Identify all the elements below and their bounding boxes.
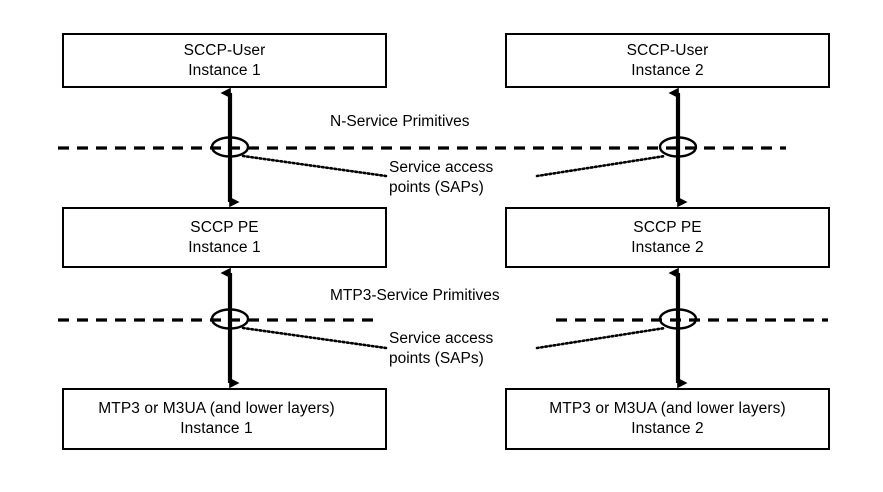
- ellipse-sap-icon-left-upper[interactable]: [210, 136, 250, 158]
- node-box-sccp-user-1[interactable]: SCCP-User Instance 1: [62, 33, 387, 88]
- sap-label-lower: Service access points (SAPs): [389, 329, 493, 369]
- node-label-line-2: Instance 1: [180, 420, 253, 437]
- sap-label-line-2: points (SAPs): [389, 350, 484, 368]
- node-label-line-2: Instance 1: [188, 61, 261, 79]
- ellipse-sap-icon-right-upper[interactable]: [658, 136, 698, 158]
- node-box-mtp3-1[interactable]: MTP3 or M3UA (and lower layers) Instance…: [62, 388, 387, 450]
- node-box-sccp-user-2[interactable]: SCCP-User Instance 2: [505, 33, 830, 88]
- ellipse-sap-icon-right-lower[interactable]: [658, 308, 698, 330]
- node-label-line-2: Instance 2: [631, 61, 704, 79]
- sap-label-line-1: Service access: [389, 330, 494, 347]
- node-label-line-1: SCCP PE: [633, 218, 702, 236]
- dotted-leader-line-icon-lower-left: [241, 326, 388, 350]
- node-box-sccp-pe-1[interactable]: SCCP PE Instance 1: [62, 207, 387, 268]
- node-label-line-1: SCCP-User: [626, 41, 709, 59]
- node-box-mtp3-2[interactable]: MTP3 or M3UA (and lower layers) Instance…: [505, 388, 830, 450]
- node-label-line-1: SCCP-User: [183, 41, 266, 59]
- node-label-line-2: Instance 1: [188, 238, 261, 256]
- sap-label-line-2: points (SAPs): [389, 179, 484, 197]
- node-label-line-1: MTP3 or M3UA (and lower layers): [549, 400, 786, 418]
- sap-label-upper: Service access points (SAPs): [389, 158, 493, 198]
- node-box-sccp-pe-2[interactable]: SCCP PE Instance 2: [505, 207, 830, 268]
- ellipse-sap-icon-left-lower[interactable]: [210, 308, 250, 330]
- dotted-leader-line-icon-lower-right: [535, 326, 667, 350]
- node-label-line-2: Instance 2: [631, 420, 704, 437]
- edge-label-n-service-primitives: N-Service Primitives: [330, 113, 470, 130]
- edge-label-mtp3-service-primitives: MTP3-Service Primitives: [330, 287, 500, 304]
- dotted-leader-line-icon-upper-right: [535, 154, 667, 178]
- dotted-leader-line-icon-upper-left: [241, 154, 388, 178]
- node-label-line-1: MTP3 or M3UA (and lower layers): [98, 400, 335, 418]
- node-label-line-1: SCCP PE: [190, 218, 259, 236]
- sap-label-line-1: Service access: [389, 159, 494, 176]
- node-label-line-2: Instance 2: [631, 238, 704, 256]
